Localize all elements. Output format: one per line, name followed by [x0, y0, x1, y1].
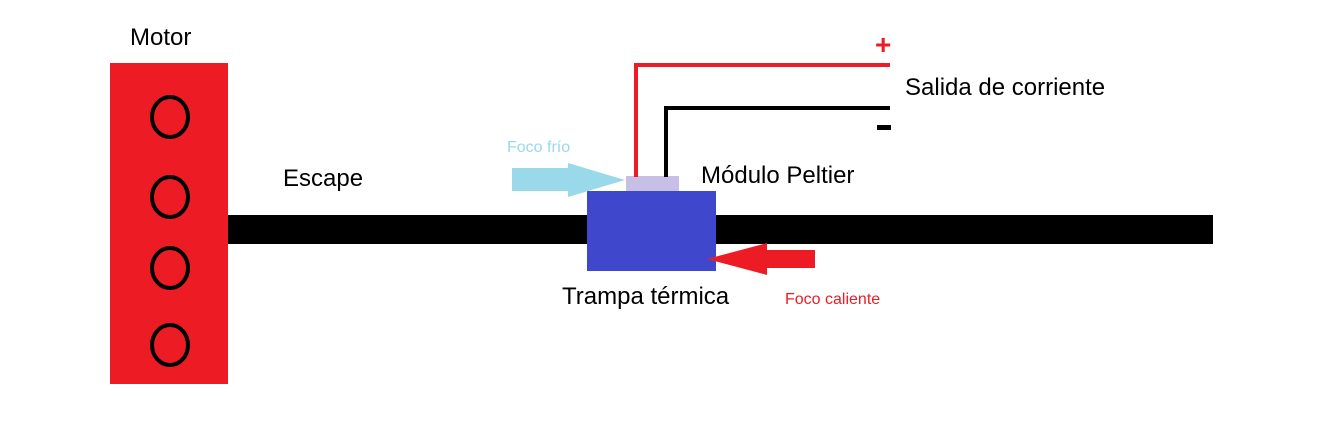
escape-label: Escape — [283, 165, 363, 192]
thermal-trap-label: Trampa térmica — [562, 283, 730, 310]
minus-sign — [877, 125, 891, 130]
hot-focus-label: Foco caliente — [785, 291, 880, 308]
hot-arrow — [707, 243, 815, 275]
motor-block — [110, 63, 228, 384]
cylinder-3 — [150, 246, 190, 290]
motor-label: Motor — [130, 24, 191, 51]
plus-sign: + — [875, 29, 891, 60]
negative-wire — [664, 106, 890, 177]
cold-focus-label: Foco frío — [507, 139, 570, 156]
current-output-label: Salida de corriente — [905, 74, 1105, 101]
peltier-label: Módulo Peltier — [701, 162, 854, 189]
peltier-module — [626, 176, 679, 191]
positive-wire — [634, 63, 890, 177]
exhaust-pipe — [228, 215, 1213, 244]
cylinder-1 — [150, 95, 190, 139]
thermal-trap — [587, 191, 716, 271]
cylinder-4 — [150, 323, 190, 367]
cylinder-2 — [150, 175, 190, 219]
motor — [110, 63, 228, 384]
cold-arrow — [512, 163, 625, 197]
